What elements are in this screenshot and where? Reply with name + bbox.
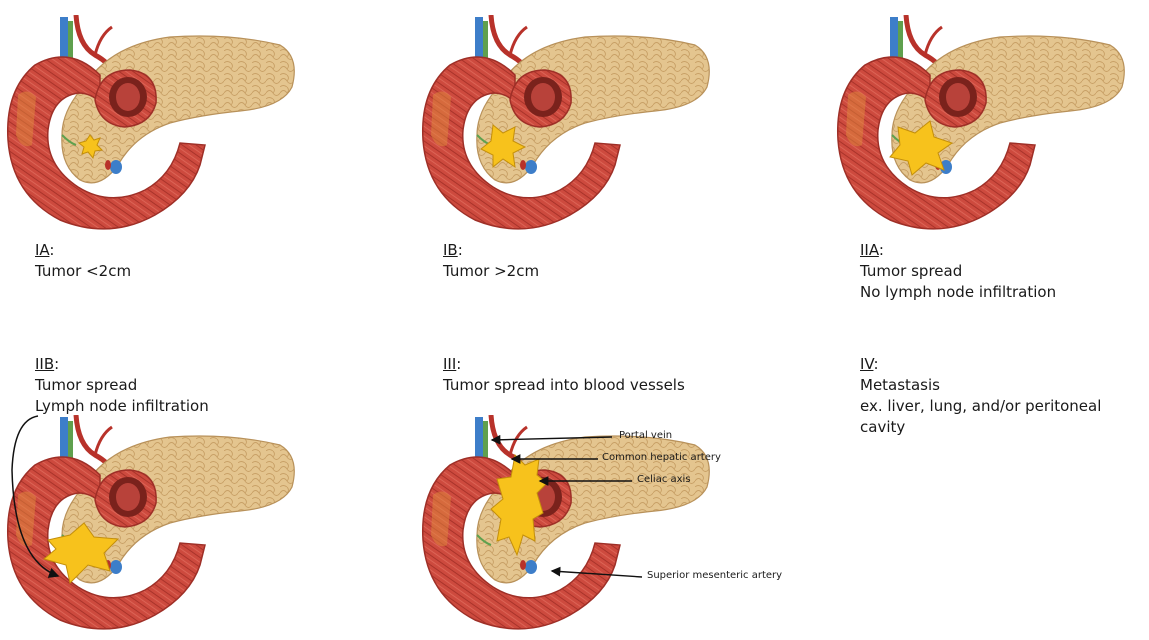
pancreas-illustration-ib (415, 15, 715, 240)
pancreas-illustration-iii (415, 415, 715, 640)
stage-description-iia-2: No lymph node infiltration (860, 282, 1056, 303)
stage-label-iia: IIA (860, 241, 879, 259)
stage-description-ia-1: Tumor <2cm (35, 261, 131, 282)
callout-portal-vein: Portal vein (619, 430, 672, 442)
stage-label-ib: IB (443, 241, 458, 259)
stage-label-iii: III (443, 355, 456, 373)
stage-description-iv-2: ex. liver, lung, and/or peritoneal (860, 396, 1101, 417)
stage-label-iib: IIB (35, 355, 54, 373)
stage-description-iv-1: Metastasis (860, 375, 1101, 396)
stage-description-iii-1: Tumor spread into blood vessels (443, 375, 685, 396)
stage-description-iia-1: Tumor spread (860, 261, 1056, 282)
pancreas-illustration-iib (0, 415, 300, 640)
stage-label-iv: IV (860, 355, 873, 373)
caption-iib: IIB: Tumor spread Lymph node infiltratio… (35, 354, 209, 417)
caption-iv: IV: Metastasis ex. liver, lung, and/or p… (860, 354, 1101, 438)
caption-iii: III: Tumor spread into blood vessels (443, 354, 685, 396)
stage-description-iib-1: Tumor spread (35, 375, 209, 396)
pancreas-illustration-ia (0, 15, 300, 240)
stage-description-iv-3: cavity (860, 417, 1101, 438)
caption-ib: IB: Tumor >2cm (443, 240, 539, 282)
callout-celiac-axis: Celiac axis (637, 474, 691, 486)
callout-superior-mesenteric-artery: Superior mesenteric artery (647, 570, 782, 582)
stage-label-ia: IA (35, 241, 49, 259)
pancreas-illustration-iia (830, 15, 1130, 240)
stage-description-ib-1: Tumor >2cm (443, 261, 539, 282)
caption-iia: IIA: Tumor spread No lymph node infiltra… (860, 240, 1056, 303)
stage-description-iib-2: Lymph node infiltration (35, 396, 209, 417)
callout-common-hepatic-artery: Common hepatic artery (602, 452, 721, 464)
caption-ia: IA: Tumor <2cm (35, 240, 131, 282)
